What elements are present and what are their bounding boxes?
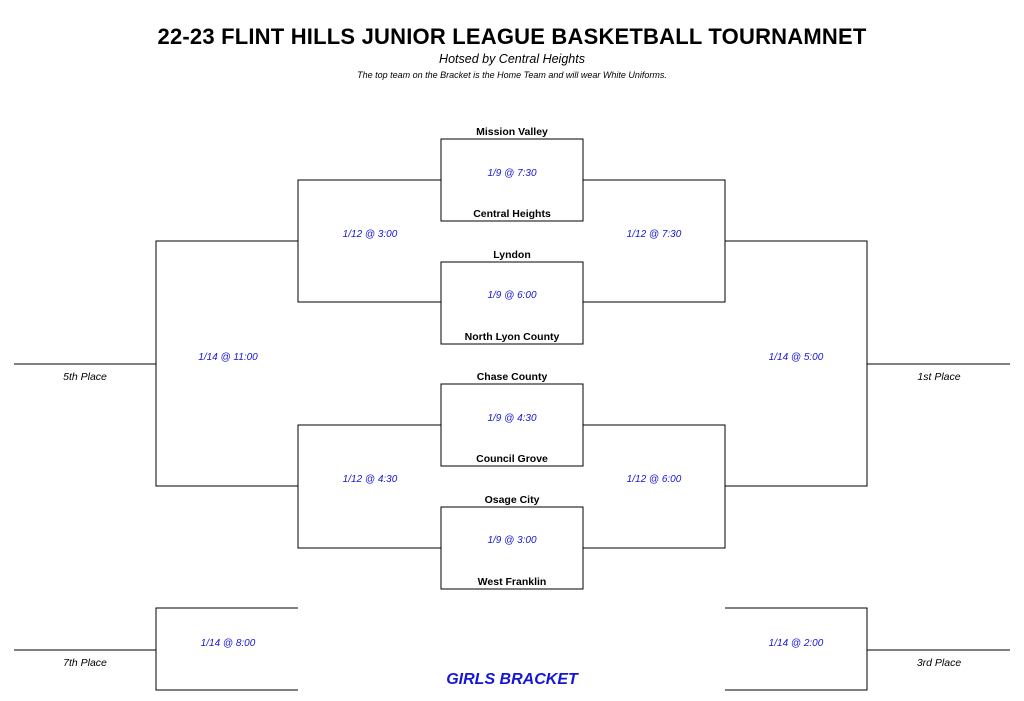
game-box-2	[440, 261, 584, 345]
fifth-place-game	[155, 240, 298, 487]
label-fifth-place: 5th Place	[63, 371, 107, 383]
team-lyndon: Lyndon	[493, 249, 531, 261]
team-west-franklin: West Franklin	[477, 576, 547, 588]
game-time-1: 1/9 @ 7:30	[487, 168, 537, 179]
team-central-heights: Central Heights	[473, 208, 551, 220]
label-third-place: 3rd Place	[916, 657, 962, 669]
game-time-2: 1/9 @ 6:00	[487, 290, 537, 301]
championship	[725, 240, 868, 487]
label-seventh-place: 7th Place	[63, 657, 107, 669]
page-subtitle: Hotsed by Central Heights	[439, 52, 585, 66]
game-time-4: 1/9 @ 3:00	[487, 535, 537, 546]
home-team-note: The top team on the Bracket is the Home …	[357, 70, 667, 80]
team-chase-county: Chase County	[476, 371, 548, 383]
consolation-semi-bottom	[297, 424, 441, 549]
third-place-game	[725, 607, 868, 691]
team-osage-city: Osage City	[484, 494, 540, 506]
label-first-place: 1st Place	[917, 371, 961, 383]
bracket-label: GIRLS BRACKET	[446, 671, 578, 688]
game-time-winners-semi-1: 1/12 @ 7:30	[626, 229, 682, 240]
consolation-semi-top	[297, 179, 441, 303]
seventh-place-game	[155, 607, 298, 691]
page-title: 22-23 FLINT HILLS JUNIOR LEAGUE BASKETBA…	[157, 24, 867, 49]
game-time-championship: 1/14 @ 5:00	[768, 352, 824, 363]
game-time-consolation-semi-1: 1/12 @ 3:00	[342, 229, 398, 240]
game-time-winners-semi-2: 1/12 @ 6:00	[626, 474, 682, 485]
team-council-grove: Council Grove	[476, 453, 548, 465]
game-time-seventh-place: 1/14 @ 8:00	[200, 638, 256, 649]
team-mission-valley: Mission Valley	[476, 126, 548, 138]
game-time-3: 1/9 @ 4:30	[487, 413, 537, 424]
winners-semi-bottom	[583, 424, 726, 549]
winners-semi-top	[583, 179, 726, 303]
team-north-lyon-county: North Lyon County	[464, 331, 560, 343]
game-time-third-place: 1/14 @ 2:00	[768, 638, 824, 649]
game-time-fifth-place: 1/14 @ 11:00	[198, 352, 258, 363]
game-time-consolation-semi-2: 1/12 @ 4:30	[342, 474, 398, 485]
